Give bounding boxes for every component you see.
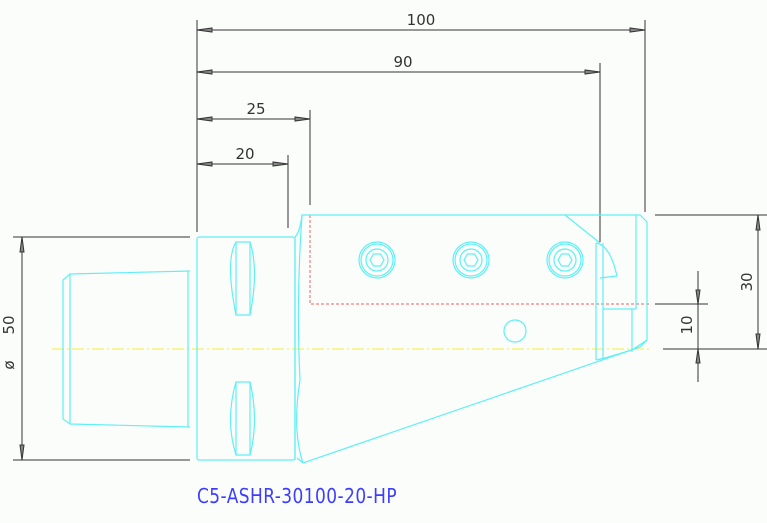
diameter-symbol: ø [0, 360, 18, 369]
dim-25-label: 25 [246, 100, 265, 118]
tool-holder-outline [62, 214, 648, 464]
screw-3 [546, 241, 584, 279]
dimension-lines: 100 90 25 20 50 ø 30 10 [0, 11, 767, 461]
dim-20-label: 20 [235, 145, 254, 163]
dim-10-label: 10 [678, 315, 696, 334]
dim-30-label: 30 [738, 272, 756, 291]
screw-1 [358, 241, 396, 279]
screw-2 [452, 241, 490, 279]
pin-hole [503, 319, 527, 343]
part-number-label: C5-ASHR-30100-20-HP [197, 484, 398, 508]
dim-100-label: 100 [407, 11, 436, 29]
hidden-line [309, 215, 650, 305]
dim-diameter-label: 50 [0, 315, 18, 334]
dim-90-label: 90 [393, 53, 412, 71]
